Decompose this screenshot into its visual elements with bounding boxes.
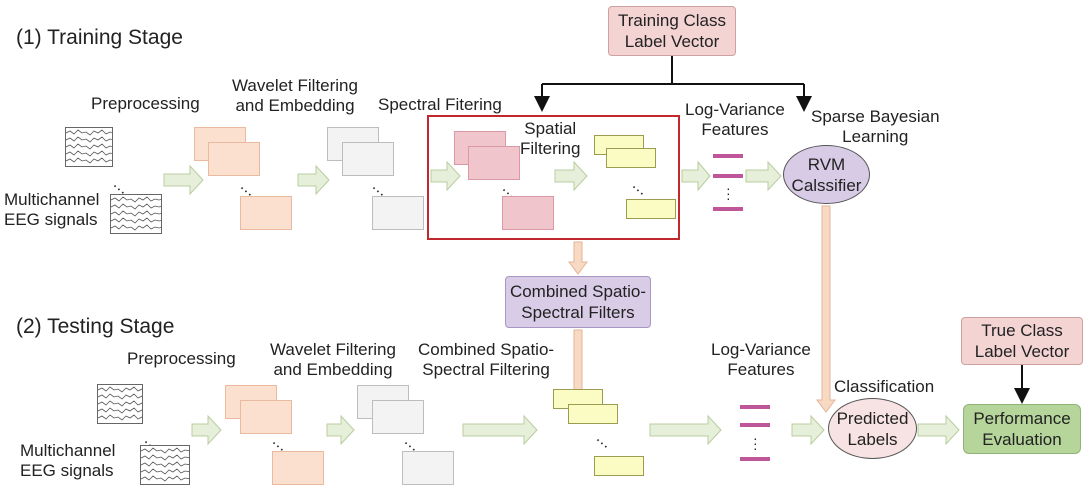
testing-flow-arrows	[191, 414, 960, 446]
sbl-label-line2: Learning	[842, 127, 909, 146]
feature-bar	[713, 154, 743, 158]
testing-eeg-label: Multichannel EEG signals	[20, 441, 115, 481]
flow-arrow	[430, 160, 461, 192]
testing-logvar-label: Log-Variance Features	[711, 340, 811, 380]
eeg-label-line1: Multichannel	[4, 190, 100, 209]
preprocessed-block	[272, 451, 324, 485]
eeg-label-line2: EEG signals	[20, 461, 114, 480]
logvar-label-line2: Features	[727, 360, 795, 379]
eeg-signal-thumbnail	[97, 384, 143, 424]
flow-arrow	[681, 160, 711, 192]
feature-bar	[713, 174, 743, 178]
wavelet-label-line1: Wavelet Filtering	[270, 340, 396, 359]
preprocessed-block	[208, 142, 260, 176]
flow-arrow	[191, 414, 222, 446]
predicted-label-line1: Predicted	[836, 408, 909, 428]
flow-arrow	[297, 164, 330, 196]
spatio-spectral-frame	[427, 115, 680, 240]
flow-arrow	[568, 241, 588, 275]
combined-label-line1: Combined Spatio-	[509, 282, 647, 301]
true-vector-line2: Label Vector	[974, 342, 1070, 361]
wavelet-label-line2: and Embedding	[273, 360, 393, 379]
predicted-label-line2: Labels	[847, 429, 898, 449]
feature-bar	[740, 405, 770, 409]
perf-label-line2: Evaluation	[982, 430, 1062, 449]
feature-bar	[740, 423, 770, 427]
eeg-label-line1: Multichannel	[20, 441, 116, 460]
preprocessed-block	[240, 400, 292, 434]
spatial-label-line2: Filtering	[520, 139, 581, 158]
flow-arrow	[917, 414, 960, 446]
wavelet-block	[372, 400, 424, 434]
flow-arrow	[462, 414, 538, 446]
flow-arrow	[554, 160, 588, 192]
training-stage-title: (1) Training Stage	[16, 26, 183, 49]
testing-preprocessing-label: Preprocessing	[127, 349, 236, 368]
wavelet-block	[342, 142, 394, 176]
wavelet-block	[402, 451, 454, 485]
flow-arrow	[326, 414, 355, 446]
eeg-signal-thumbnail	[110, 194, 162, 234]
testing-wavelet-label: Wavelet Filtering and Embedding	[270, 340, 396, 380]
combined-label-line2: Spectral Filters	[521, 303, 635, 322]
training-wavelet-label: Wavelet Filtering and Embedding	[232, 76, 358, 116]
class-vector-line2: Label Vector	[624, 32, 720, 51]
training-eeg-label: Multichannel EEG signals	[4, 190, 99, 230]
combined-filtering-line1: Combined Spatio-	[418, 340, 555, 359]
vertical-ellipsis: ···	[726, 180, 731, 206]
training-flow-arrows	[163, 160, 782, 196]
wavelet-label-line2: and Embedding	[235, 96, 355, 115]
eeg-label-line2: EEG signals	[4, 210, 98, 229]
preprocessed-block	[240, 196, 292, 230]
rvm-label-line1: RVM	[807, 154, 846, 174]
rvm-classifier: RVM Calssifier	[783, 145, 870, 204]
wavelet-label-line1: Wavelet Filtering	[232, 76, 358, 95]
vertical-ellipsis: ···	[753, 430, 758, 456]
perf-label-line1: Performance	[973, 409, 1071, 428]
spectral-block	[468, 146, 520, 180]
combined-filter-block	[594, 456, 644, 476]
spatial-filtering-label: Spatial Filtering	[520, 119, 580, 159]
wavelet-block	[372, 196, 424, 230]
spatial-block	[606, 148, 656, 168]
rvm-label-line2: Calssifier	[791, 175, 862, 195]
flow-arrow	[816, 205, 836, 413]
combined-filter-block	[568, 404, 618, 424]
training-logvar-label: Log-Variance Features	[685, 100, 785, 140]
flow-arrow	[163, 164, 204, 196]
predicted-labels: Predicted Labels	[828, 398, 917, 459]
testing-combined-filtering-label: Combined Spatio- Spectral Filtering	[418, 340, 554, 380]
logvar-label-line1: Log-Variance	[711, 340, 811, 359]
training-preprocessing-label: Preprocessing	[91, 94, 200, 113]
testing-stage-title: (2) Testing Stage	[16, 315, 175, 338]
eeg-signal-thumbnail	[65, 127, 113, 167]
spatial-block	[626, 199, 676, 219]
sbl-label-line1: Sparse Bayesian	[811, 107, 940, 126]
combined-filtering-line2: Spectral Filtering	[422, 360, 550, 379]
logvar-label-line1: Log-Variance	[685, 100, 785, 119]
spectral-block	[502, 196, 554, 230]
classification-label: Classification	[834, 377, 935, 396]
training-class-label-vector: Training Class Label Vector	[608, 6, 736, 56]
flow-arrow	[649, 414, 722, 446]
feature-bar	[713, 207, 743, 211]
training-sbl-label: Sparse Bayesian Learning	[811, 107, 940, 147]
combined-spatio-spectral-filters: Combined Spatio- Spectral Filters	[505, 276, 651, 328]
spatial-label-line1: Spatial	[524, 119, 577, 138]
true-class-label-vector: True Class Label Vector	[961, 317, 1083, 365]
logvar-label-line2: Features	[701, 120, 769, 139]
performance-evaluation: Performance Evaluation	[963, 404, 1081, 454]
label-vector-connector	[534, 56, 812, 112]
flow-arrow	[791, 414, 825, 446]
training-spectral-label: Spectral Fitering	[378, 95, 502, 114]
feature-bar	[740, 457, 770, 461]
true-vector-line1: True Class	[981, 321, 1063, 340]
eeg-signal-thumbnail	[140, 445, 190, 485]
flow-arrow	[745, 160, 782, 192]
class-vector-line1: Training Class	[617, 11, 727, 30]
